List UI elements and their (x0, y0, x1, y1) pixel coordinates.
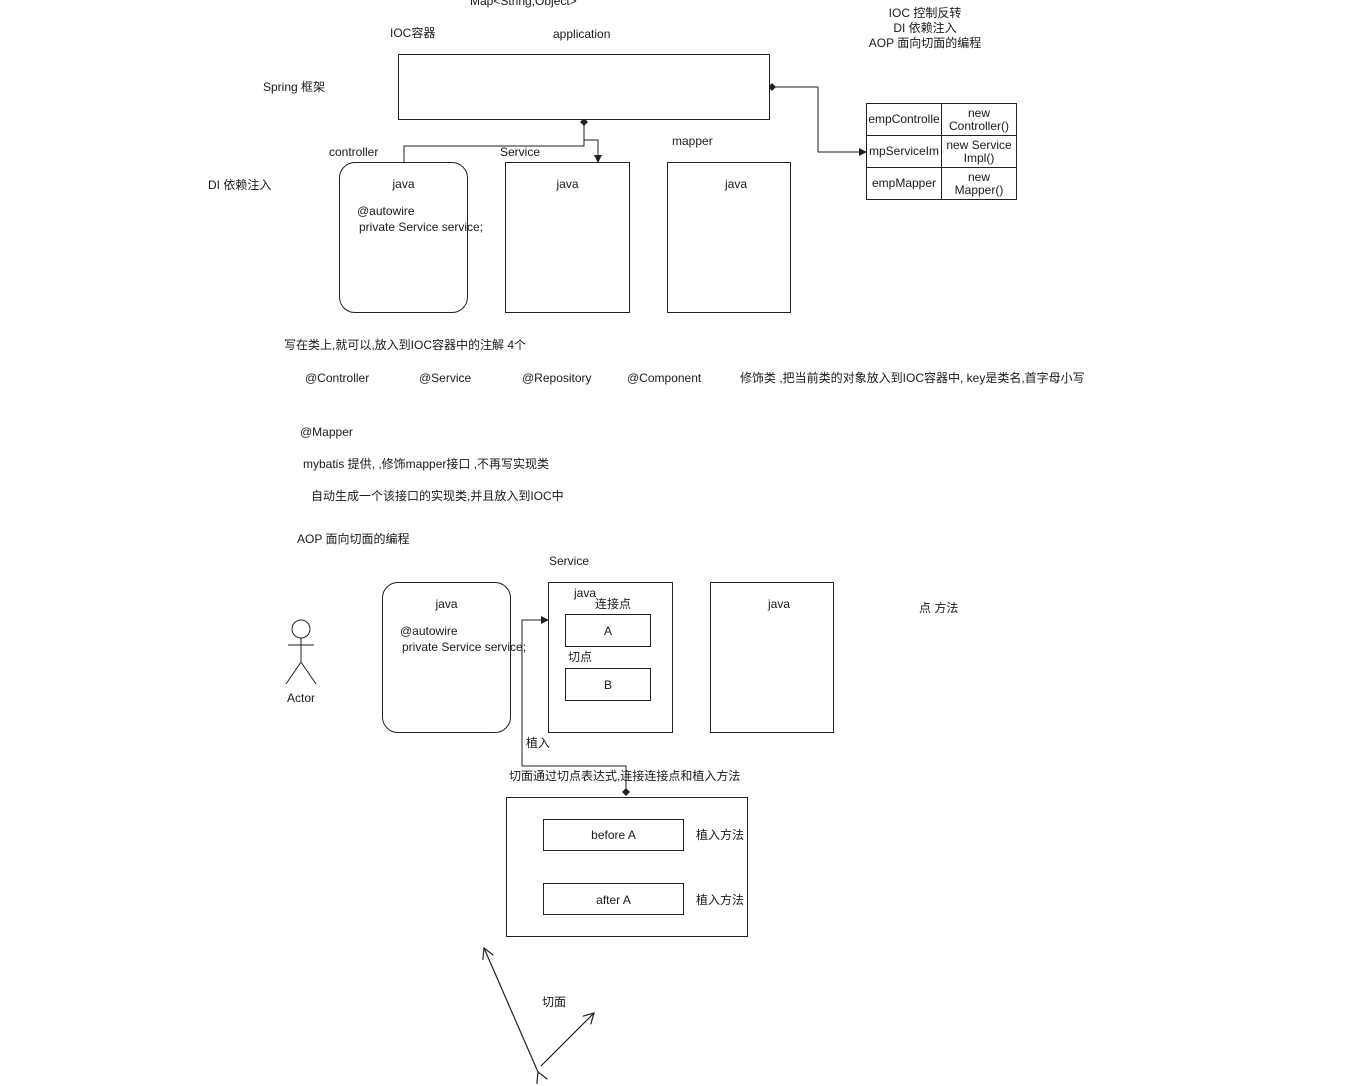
spring-label: Spring 框架 (263, 80, 326, 94)
after-label: after A (596, 893, 631, 907)
after-box (543, 883, 684, 915)
controller-field: private Service service; (359, 220, 484, 234)
aop-mapper-box (710, 582, 834, 733)
service-label: Service (500, 145, 541, 159)
annotation-component: @Component (627, 371, 702, 385)
controller-java: java (392, 177, 415, 191)
annotation-repository: @Repository (522, 371, 592, 385)
actor-icon (285, 619, 317, 685)
ioc-container-box (398, 54, 770, 120)
mybatis-note: mybatis 提供, ,修饰mapper接口 ,不再写实现类 (303, 457, 550, 471)
annotations-intro: 写在类上,就可以,放入到IOC容器中的注解 4个 (284, 338, 527, 352)
ioc-table-key: empMapper (866, 167, 942, 200)
aop-service-java: java (574, 586, 597, 600)
ioc-table-value: new Mapper() (941, 167, 1017, 200)
pointcut-b: B (603, 678, 612, 692)
join-point-a: A (603, 624, 612, 638)
arrow-app-to-service (584, 139, 602, 163)
weave-method-1: 植入方法 (696, 828, 745, 842)
pointcut-label: 切点 (568, 650, 593, 664)
aop-controller-field: private Service service; (402, 640, 527, 654)
controller-label: controller (329, 145, 379, 159)
ioc-table-value: new Controller() (941, 103, 1017, 136)
join-point-a-box (565, 614, 651, 647)
application-label: application (553, 27, 611, 41)
ioc-table-key: mpServiceIm (866, 135, 942, 168)
mapper-box (667, 162, 791, 313)
aspect-label: 切面 (542, 995, 567, 1009)
map-label: Map<String,Object> (470, 0, 577, 8)
arrow-aspect-left (484, 948, 538, 1072)
controller-box (339, 162, 468, 313)
arrow-app-to-table (768, 83, 867, 156)
service-box (505, 162, 630, 313)
aop-service-label: Service (549, 554, 590, 568)
join-point-label: 连接点 (595, 597, 632, 611)
aspect-note: 切面通过切点表达式,连接连接点和植入方法 (509, 769, 741, 783)
actor-label: Actor (286, 691, 315, 705)
arrow-aspect-right (540, 1013, 594, 1067)
mapper-java: java (724, 177, 747, 191)
aop-mapper-java: java (767, 597, 790, 611)
point-method-label: 点 方法 (919, 601, 959, 615)
annotation-mapper: @Mapper (300, 425, 353, 439)
before-box (543, 819, 684, 851)
pointcut-b-box (565, 668, 651, 701)
aop-controller-autowire: @autowire (400, 624, 458, 638)
aop-controller-java: java (435, 597, 458, 611)
annotation-controller: @Controller (305, 371, 370, 385)
mapper-label: mapper (672, 134, 713, 148)
aop-service-box (548, 582, 673, 733)
ioc-table-value: new Service Impl() (941, 135, 1017, 168)
weave-label: 植入 (526, 736, 551, 750)
arrow-app-to-controller (400, 118, 588, 173)
annotations-desc: 修饰类 ,把当前类的对象放入到IOC容器中, key是类名,首字母小写 (740, 371, 1085, 385)
auto-impl-note: 自动生成一个该接口的实现类,并且放入到IOC中 (311, 489, 564, 503)
note-ioc: IOC 控制反转 (888, 6, 962, 20)
ioc-container-label: IOC容器 (390, 26, 436, 40)
note-aop: AOP 面向切面的编程 (868, 36, 982, 50)
aop-title: AOP 面向切面的编程 (297, 532, 410, 546)
aop-controller-box (382, 582, 511, 733)
ioc-table-key: empControlle (866, 103, 942, 136)
service-java: java (556, 177, 579, 191)
di-label: DI 依赖注入 (208, 178, 272, 192)
annotation-service: @Service (419, 371, 472, 385)
arrow-weave-to-joinpoint (521, 616, 630, 796)
before-label: before A (591, 828, 636, 842)
weave-method-2: 植入方法 (696, 893, 745, 907)
aspect-box (506, 797, 748, 937)
note-di: DI 依赖注入 (893, 21, 957, 35)
controller-autowire: @autowire (357, 204, 415, 218)
